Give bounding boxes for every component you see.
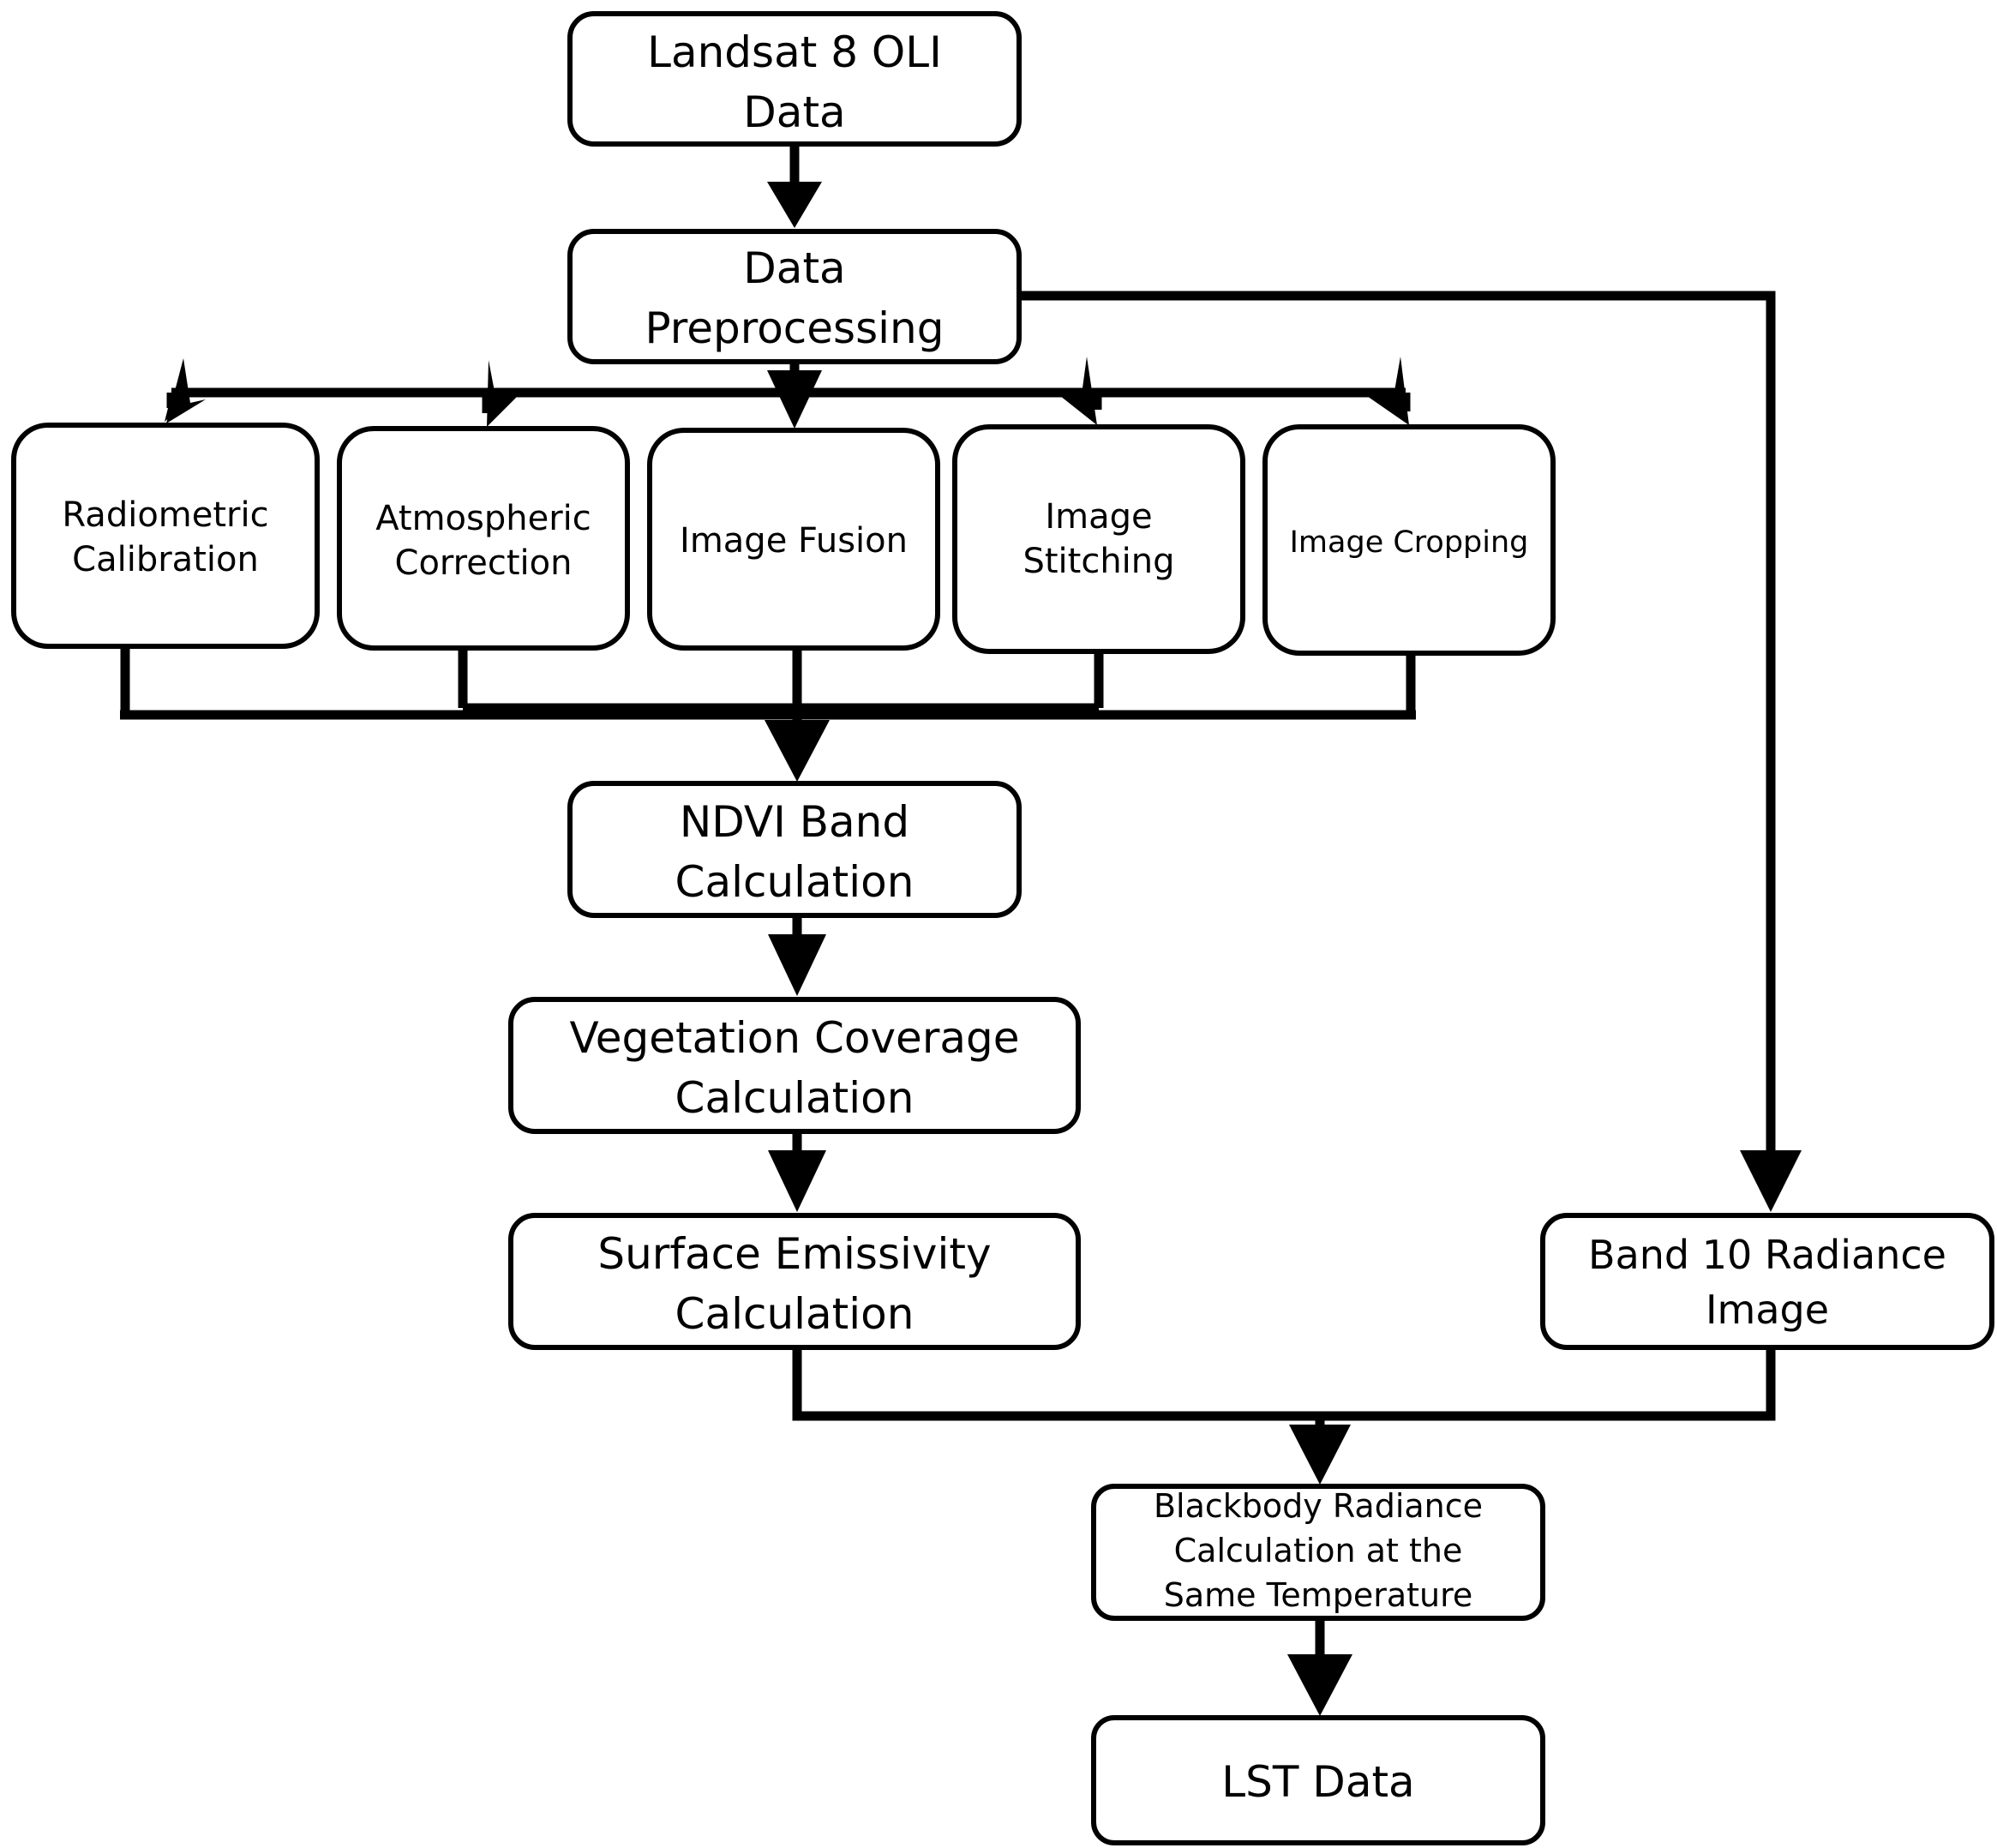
blackbody-radiance-label-line3: Same Temperature bbox=[1164, 1576, 1473, 1614]
image-stitching-box: Image Stitching bbox=[952, 424, 1245, 654]
image-stitching-label-line1: Image bbox=[1045, 497, 1152, 537]
connector-preprocessing-to-band10 bbox=[1018, 291, 1776, 1183]
lst-data-box: LST Data bbox=[1091, 1715, 1545, 1845]
radiometric-calibration-box: Radiometric Calibration bbox=[11, 423, 320, 649]
band10-radiance-image-box: Band 10 Radiance Image bbox=[1540, 1213, 1994, 1350]
landsat-data-label-line2: Data bbox=[743, 87, 845, 137]
blackbody-radiance-calculation-box: Blackbody Radiance Calculation at the Sa… bbox=[1091, 1484, 1545, 1621]
ndvi-band-calculation-box: NDVI Band Calculation bbox=[567, 781, 1022, 918]
arrowhead-radiometric-barb bbox=[166, 358, 206, 423]
image-stitching-label-line2: Stitching bbox=[1022, 542, 1174, 581]
arrowhead-lst bbox=[1287, 1654, 1352, 1716]
vegetation-coverage-calculation-label-line1: Vegetation Coverage bbox=[569, 1013, 1019, 1063]
landsat-data-label-line1: Landsat 8 OLI bbox=[647, 27, 942, 77]
arrowhead-vegetation bbox=[768, 934, 826, 996]
atmospheric-correction-label-line1: Atmospheric bbox=[375, 499, 591, 538]
data-preprocessing-box: Data Preprocessing bbox=[567, 229, 1022, 364]
arrowhead-cropping bbox=[1364, 357, 1409, 425]
arrowhead-stitching bbox=[1056, 357, 1097, 425]
atmospheric-correction-label-line2: Correction bbox=[395, 543, 573, 583]
data-preprocessing-label-line2: Preprocessing bbox=[645, 303, 945, 353]
blackbody-radiance-label-line2: Calculation at the bbox=[1174, 1532, 1463, 1569]
connectors bbox=[120, 144, 1802, 1716]
landsat-data-box: Landsat 8 OLI Data bbox=[567, 11, 1022, 147]
radiometric-calibration-label-line1: Radiometric bbox=[62, 495, 268, 535]
atmospheric-correction-box: Atmospheric Correction bbox=[337, 426, 630, 651]
ndvi-band-calculation-label-line2: Calculation bbox=[675, 857, 915, 907]
ndvi-band-calculation-label-line1: NDVI Band bbox=[680, 797, 909, 847]
image-fusion-box: Image Fusion bbox=[647, 428, 940, 651]
connector-emissivity-to-merge bbox=[792, 1346, 1320, 1421]
arrowhead-emissivity bbox=[768, 1150, 826, 1212]
surface-emissivity-calculation-label-line1: Surface Emissivity bbox=[597, 1229, 991, 1279]
lst-data-label: LST Data bbox=[1221, 1757, 1414, 1807]
blackbody-radiance-label-line1: Blackbody Radiance bbox=[1154, 1487, 1483, 1525]
vegetation-coverage-calculation-label-line2: Calculation bbox=[675, 1073, 915, 1123]
surface-emissivity-calculation-box: Surface Emissivity Calculation bbox=[508, 1213, 1081, 1350]
radiometric-calibration-label-line2: Calibration bbox=[72, 540, 259, 579]
image-fusion-label: Image Fusion bbox=[680, 521, 908, 561]
vegetation-coverage-calculation-box: Vegetation Coverage Calculation bbox=[508, 997, 1081, 1134]
band10-radiance-image-label-line1: Band 10 Radiance bbox=[1588, 1232, 1946, 1278]
arrowhead-atmospheric bbox=[487, 360, 521, 427]
arrowhead-fusion bbox=[767, 370, 822, 429]
arrowhead-ndvi bbox=[765, 720, 830, 782]
surface-emissivity-calculation-label-line2: Calculation bbox=[675, 1289, 915, 1339]
data-preprocessing-label-line1: Data bbox=[743, 243, 845, 293]
arrowhead-band10 bbox=[1740, 1150, 1802, 1212]
image-cropping-label: Image Cropping bbox=[1290, 525, 1529, 560]
arrowhead-blackbody bbox=[1289, 1425, 1351, 1485]
connector-band10-to-merge bbox=[1320, 1347, 1776, 1421]
band10-radiance-image-label-line2: Image bbox=[1706, 1287, 1829, 1333]
image-cropping-box: Image Cropping bbox=[1262, 424, 1556, 656]
arrowhead-preprocessing bbox=[767, 182, 822, 228]
